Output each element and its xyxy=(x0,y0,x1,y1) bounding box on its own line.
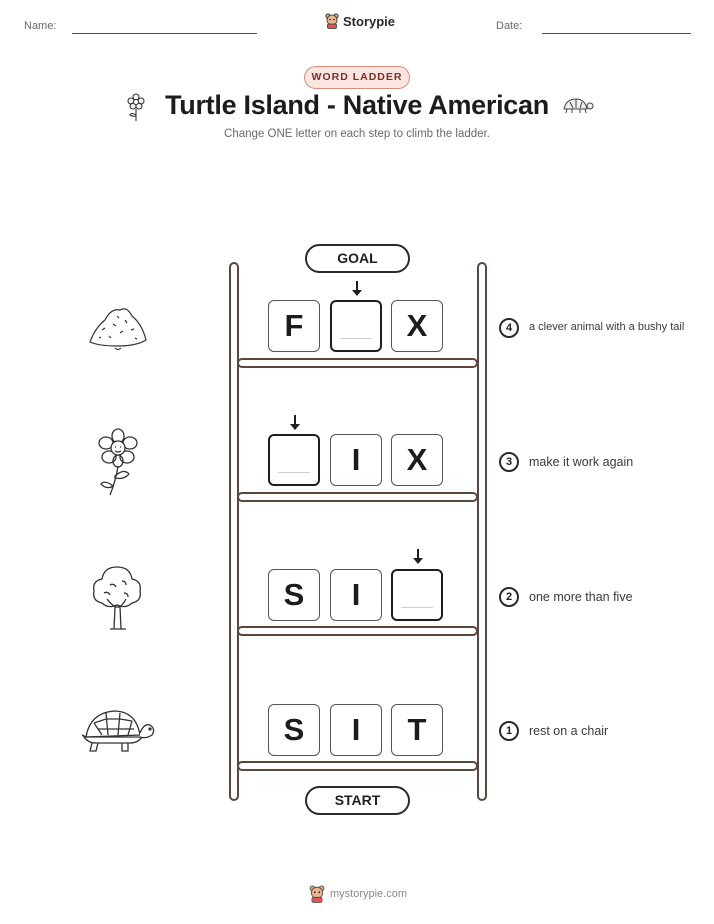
clue-text: rest on a chair xyxy=(529,724,609,738)
letter-tile: F xyxy=(268,300,320,352)
instructions: Change ONE letter on each step to climb … xyxy=(224,128,490,140)
word-ladder-badge: WORD LADDER xyxy=(304,66,410,89)
footer-site: mystorypie.com xyxy=(330,888,408,900)
flower-icon xyxy=(127,93,145,121)
letter-tile: I xyxy=(330,434,382,486)
step-number: 4 xyxy=(499,318,519,338)
dirt-pile-icon xyxy=(89,308,147,351)
turtle-icon xyxy=(81,710,155,752)
letter-tile: S xyxy=(268,569,320,621)
goal-label: GOAL xyxy=(305,244,410,273)
date-line[interactable] xyxy=(542,33,691,34)
ladder-rung xyxy=(237,761,478,771)
brand-name: Storypie xyxy=(343,13,396,29)
blank-letter-tile[interactable] xyxy=(330,300,382,352)
flower-icon xyxy=(98,428,138,496)
arrow-down-icon xyxy=(352,281,362,296)
ladder-rung xyxy=(237,358,478,368)
clue-text: make it work again xyxy=(529,455,634,469)
name-label: Name: xyxy=(24,20,57,32)
letter-tile: I xyxy=(330,569,382,621)
turtle-icon xyxy=(563,98,594,114)
clue-text: a clever animal with a bushy tail xyxy=(529,321,685,333)
ladder-left-rail xyxy=(229,262,239,801)
date-label: Date: xyxy=(496,20,523,32)
ladder-right-rail xyxy=(477,262,487,801)
tree-icon xyxy=(93,566,141,630)
step-number: 2 xyxy=(499,587,519,607)
step-number: 1 xyxy=(499,721,519,741)
name-line[interactable] xyxy=(72,33,257,34)
step-number: 3 xyxy=(499,452,519,472)
ladder-rung xyxy=(237,626,478,636)
brand-logo: Storypie xyxy=(325,13,395,29)
page-title: Turtle Island - Native American xyxy=(165,90,549,120)
blank-letter-tile[interactable] xyxy=(391,569,443,621)
letter-tile: S xyxy=(268,704,320,756)
arrow-down-icon xyxy=(413,549,423,564)
bear-mascot-icon xyxy=(325,13,339,29)
bear-mascot-icon xyxy=(309,885,325,903)
footer: mystorypie.com xyxy=(309,885,407,903)
clue-text: one more than five xyxy=(529,590,633,604)
letter-tile: X xyxy=(391,300,443,352)
letter-tile: I xyxy=(330,704,382,756)
letter-tile: X xyxy=(391,434,443,486)
letter-tile: T xyxy=(391,704,443,756)
start-label: START xyxy=(305,786,410,815)
arrow-down-icon xyxy=(290,415,300,430)
blank-letter-tile[interactable] xyxy=(268,434,320,486)
ladder-rung xyxy=(237,492,478,502)
